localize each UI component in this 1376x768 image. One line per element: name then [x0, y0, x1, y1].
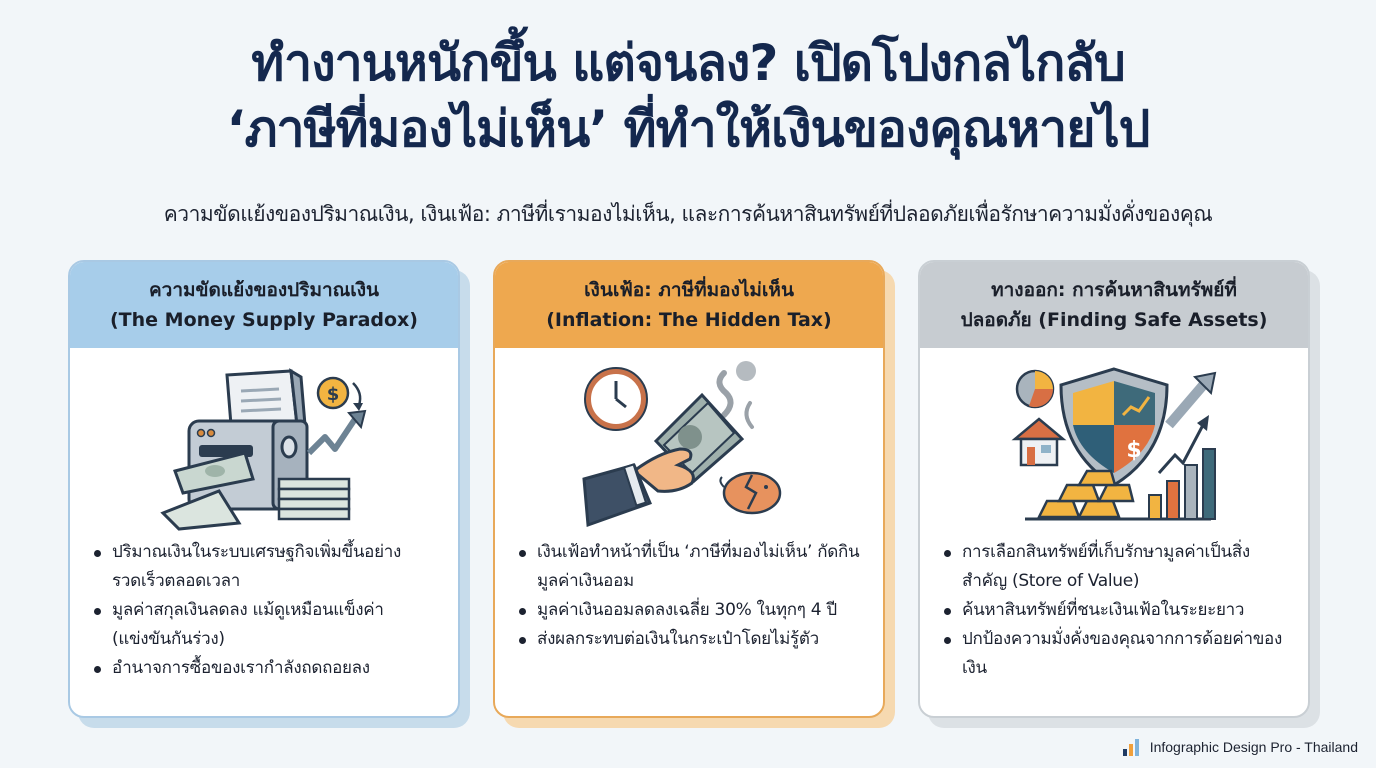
card-header: เงินเฟ้อ: ภาษีที่มองไม่เห็น (Inflation: … — [495, 262, 883, 348]
list-item: ส่งผลกระทบต่อเงินในกระเป๋าโดยไม่รู้ตัว — [517, 625, 865, 654]
bullet-list: เงินเฟ้อทำหน้าที่เป็น ‘ภาษีที่มองไม่เห็น… — [495, 538, 883, 654]
svg-text:$: $ — [1126, 438, 1141, 463]
card-safe-assets: ทางออก: การค้นหาสินทรัพย์ที่ ปลอดภัย (Fi… — [918, 260, 1310, 718]
list-item: ปกป้องความมั่งคั่งของคุณจากการด้อยค่าของ… — [942, 625, 1290, 683]
page-subtitle: ความขัดแย้งของปริมาณเงิน, เงินเฟ้อ: ภาษี… — [163, 202, 1213, 226]
list-item: มูลค่าสกุลเงินลดลง แม้ดูเหมือนแข็งค่า (แ… — [92, 596, 440, 654]
money-printer-icon: $ — [70, 348, 458, 538]
card-header: ความขัดแย้งของปริมาณเงิน (The Money Supp… — [70, 262, 458, 348]
card-heading-th: ทางออก: การค้นหาสินทรัพย์ที่ — [991, 279, 1237, 301]
safe-assets-shield-icon: $ — [920, 348, 1308, 538]
bullet-list: การเลือกสินทรัพย์ที่เก็บรักษามูลค่าเป็นส… — [920, 538, 1308, 683]
card-header: ทางออก: การค้นหาสินทรัพย์ที่ ปลอดภัย (Fi… — [920, 262, 1308, 348]
card-heading-th: เงินเฟ้อ: ภาษีที่มองไม่เห็น — [584, 279, 794, 301]
list-item: เงินเฟ้อทำหน้าที่เป็น ‘ภาษีที่มองไม่เห็น… — [517, 538, 865, 596]
footer-brand: Infographic Design Pro - Thailand — [1122, 738, 1358, 756]
card-money-supply: ความขัดแย้งของปริมาณเงิน (The Money Supp… — [68, 260, 460, 718]
list-item: มูลค่าเงินออมลดลงเฉลี่ย 30% ในทุกๆ 4 ปี — [517, 596, 865, 625]
card-inflation: เงินเฟ้อ: ภาษีที่มองไม่เห็น (Inflation: … — [493, 260, 885, 718]
list-item: การเลือกสินทรัพย์ที่เก็บรักษามูลค่าเป็นส… — [942, 538, 1290, 596]
card-heading-en: (The Money Supply Paradox) — [110, 309, 418, 331]
list-item: ปริมาณเงินในระบบเศรษฐกิจเพิ่มขึ้นอย่างรว… — [92, 538, 440, 596]
card-heading-en: (Inflation: The Hidden Tax) — [546, 309, 832, 331]
title-line-2: ‘ภาษีที่มองไม่เห็น’ ที่ทำให้เงินของคุณหา… — [226, 100, 1151, 158]
list-item: ค้นหาสินทรัพย์ที่ชนะเงินเฟ้อในระยะยาว — [942, 596, 1290, 625]
svg-text:$: $ — [327, 384, 340, 405]
bar-chart-logo-icon — [1122, 739, 1139, 756]
vanishing-money-icon — [495, 348, 883, 538]
page-title: ทำงานหนักขึ้น แต่จนลง? เปิดโปงกลไกลับ ‘ภ… — [0, 30, 1376, 162]
title-line-1: ทำงานหนักขึ้น แต่จนลง? เปิดโปงกลไกลับ — [251, 34, 1126, 92]
card-heading-th: ความขัดแย้งของปริมาณเงิน — [148, 279, 380, 301]
card-heading-en: ปลอดภัย (Finding Safe Assets) — [960, 309, 1268, 331]
list-item: อำนาจการซื้อของเรากำลังถดถอยลง — [92, 654, 440, 683]
brand-label: Infographic Design Pro - Thailand — [1149, 739, 1358, 755]
bullet-list: ปริมาณเงินในระบบเศรษฐกิจเพิ่มขึ้นอย่างรว… — [70, 538, 458, 683]
